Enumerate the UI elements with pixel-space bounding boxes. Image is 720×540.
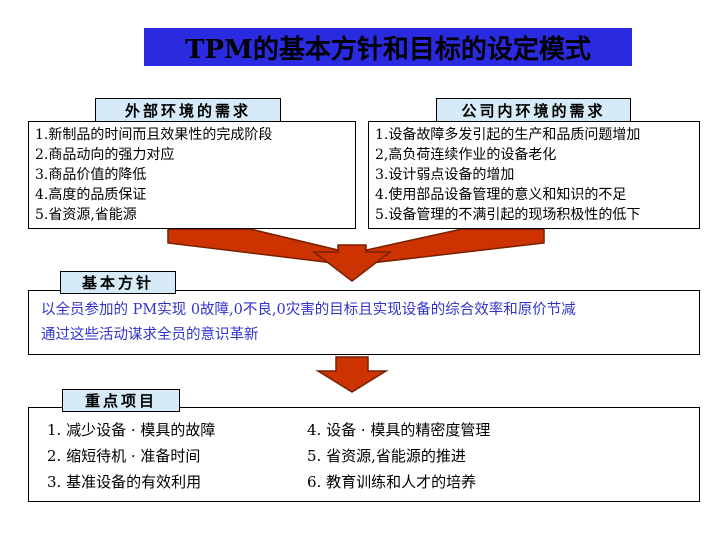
internal-needs-list: 1.设备故障多发引起的生产和品质问题增加 2,高负荷连续作业的设备老化 3.设计… bbox=[368, 121, 700, 229]
basic-policy-box: 以全员参加的 PM实现 0故障,0不良,0灾害的目标且实现设备的综合效率和原价节… bbox=[28, 290, 700, 355]
project-item: 2. 缩短待机 · 准备时间 bbox=[47, 447, 201, 465]
key-projects-grid: 1. 减少设备 · 模具的故障 4. 设备 · 模具的精密度管理 2. 缩短待机… bbox=[47, 417, 699, 495]
internal-needs-header: 公司内环境的需求 bbox=[436, 98, 631, 122]
page-title: TPM的基本方针和目标的设定模式 bbox=[144, 28, 632, 66]
list-item: 2.商品动向的强力对应 bbox=[35, 147, 175, 163]
list-item: 1.设备故障多发引起的生产和品质问题增加 bbox=[375, 127, 641, 143]
list-item: 4.高度的品质保证 bbox=[35, 187, 147, 203]
external-needs-list: 1.新制品的时间而且效果性的完成阶段 2.商品动向的强力对应 3.商品价值的降低… bbox=[28, 121, 356, 229]
list-item: 3.商品价值的降低 bbox=[35, 167, 147, 183]
project-item: 4. 设备 · 模具的精密度管理 bbox=[307, 421, 491, 439]
project-item: 6. 教育训练和人才的培养 bbox=[307, 473, 477, 491]
list-item: 4.使用部品设备管理的意义和知识的不足 bbox=[375, 187, 627, 203]
list-item: 3.设计弱点设备的增加 bbox=[375, 167, 515, 183]
policy-line: 以全员参加的 PM实现 0故障,0不良,0灾害的目标且实现设备的综合效率和原价节… bbox=[41, 302, 576, 318]
center-down-arrow bbox=[311, 244, 393, 282]
right-converge-arrow bbox=[361, 228, 545, 265]
key-projects-box: 1. 减少设备 · 模具的故障 4. 设备 · 模具的精密度管理 2. 缩短待机… bbox=[28, 407, 700, 502]
project-item: 5. 省资源,省能源的推进 bbox=[307, 447, 466, 465]
list-item: 5.省资源,省能源 bbox=[35, 207, 137, 223]
basic-policy-header: 基本方针 bbox=[60, 271, 176, 294]
project-item: 3. 基准设备的有效利用 bbox=[47, 473, 202, 491]
list-item: 5.设备管理的不满引起的现场积极性的低下 bbox=[375, 207, 641, 223]
project-item: 1. 减少设备 · 模具的故障 bbox=[47, 421, 216, 439]
external-needs-header: 外部环境的需求 bbox=[95, 98, 281, 122]
policy-to-projects-arrow bbox=[315, 356, 389, 393]
left-converge-arrow bbox=[167, 228, 343, 265]
list-item: 1.新制品的时间而且效果性的完成阶段 bbox=[35, 127, 273, 143]
key-projects-header: 重点项目 bbox=[62, 389, 180, 412]
list-item: 2,高负荷连续作业的设备老化 bbox=[375, 147, 557, 163]
policy-line: 通过这些活动谋求全员的意识革新 bbox=[41, 327, 259, 343]
